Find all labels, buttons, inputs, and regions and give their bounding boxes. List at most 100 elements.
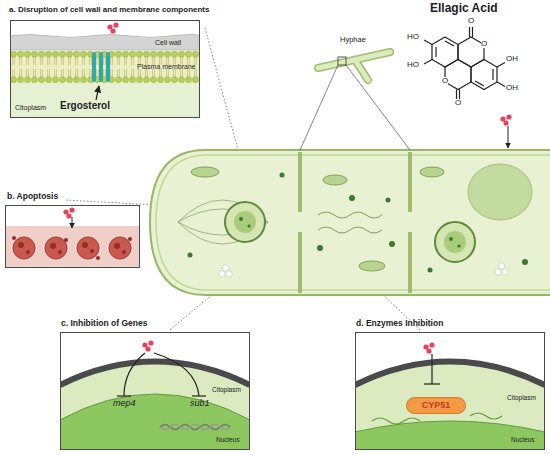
- inhibition-lines: [124, 353, 145, 396]
- panel-heading: c. Inhibition of Genes: [61, 319, 147, 328]
- membrane-illustration: [10, 20, 200, 118]
- apoptosis-illustration: [5, 205, 140, 268]
- inhibition-lines: [424, 383, 440, 384]
- atom-label: O: [455, 99, 461, 107]
- membrane-illustration: [99, 52, 103, 82]
- hypha-cell: [317, 245, 323, 251]
- hypha-cell: [191, 167, 219, 177]
- inhibition-lines: [424, 354, 440, 384]
- ellagic-acid-molecules: [107, 22, 118, 33]
- atom-label: O: [468, 17, 474, 25]
- hyphae-sketch: [355, 60, 368, 80]
- chemical-structure: [445, 60, 471, 90]
- enzyme-illustration: [355, 362, 545, 386]
- hyphae-sketch: [338, 57, 346, 65]
- inhibition-lines: [154, 353, 199, 396]
- gene-illustration: [60, 394, 250, 450]
- hypha-cell: [420, 167, 444, 177]
- leader-lines: [170, 292, 215, 330]
- apoptosis-illustration: [12, 236, 132, 260]
- hypha-cell: [359, 261, 385, 271]
- structure-label: Plasma membrane: [137, 63, 196, 70]
- hypha-cell: [428, 268, 433, 273]
- molecule-label: Ergosterol: [60, 101, 110, 111]
- hypha-cell: [386, 198, 391, 203]
- gene-illustration: [60, 362, 250, 386]
- gene-illustration: [60, 332, 250, 450]
- hypha-cell: [239, 217, 243, 221]
- hypha-cell: [226, 271, 232, 277]
- inhibition-lines: [117, 353, 206, 396]
- entry-arrow: [508, 126, 509, 148]
- enzyme-illustration: [355, 332, 545, 450]
- inhibition-lines: [431, 354, 432, 384]
- apoptosis-illustration: [77, 237, 99, 259]
- panel-heading: d. Enzymes Inhibition: [356, 319, 443, 328]
- gene-illustration: [60, 362, 250, 451]
- enzyme-illustration: [355, 421, 545, 450]
- apoptosis-illustration: [114, 243, 120, 249]
- hypha-cell: [247, 224, 250, 227]
- chemical-structure: [459, 90, 460, 100]
- hypha-cell: [323, 175, 347, 185]
- enzyme-illustration: [470, 413, 502, 419]
- panel-heading: a. Disruption of cell wall and membrane …: [9, 6, 209, 14]
- hypha-cell: [150, 150, 550, 295]
- apoptosis-illustration: [13, 237, 35, 259]
- hypha-cell: [280, 173, 285, 178]
- hypha-cell: [457, 244, 460, 247]
- hypha-cell: [318, 212, 382, 218]
- region-label: Citoplasm: [15, 104, 46, 111]
- ellagic-acid-molecules: [63, 207, 74, 218]
- hypha-cell: [219, 271, 225, 277]
- membrane-illustration: [106, 52, 110, 82]
- hyphae-sketch: [300, 52, 410, 150]
- hyphae-sketch: [346, 65, 410, 150]
- chemical-structure: [432, 37, 458, 67]
- apoptosis-illustration: [82, 242, 88, 248]
- region-label: Nucleus: [511, 437, 534, 444]
- apoptosis-illustration: [109, 237, 131, 259]
- apoptosis-illustration: [128, 237, 132, 241]
- gene-name: sub1: [190, 399, 210, 408]
- ellagic-acid-molecules: [500, 114, 511, 125]
- membrane-illustration: [92, 52, 96, 82]
- enzyme-pill: CYP51: [406, 397, 466, 414]
- hypha-cell: [298, 232, 302, 293]
- hypha-cell: [498, 263, 504, 269]
- hypha-cell: [444, 231, 466, 253]
- region-label: Nucleus: [216, 437, 239, 444]
- pointer-arrow: [96, 86, 99, 100]
- hypha-cell: [225, 202, 265, 242]
- hypha-cell: [150, 150, 550, 295]
- hypha-cell: [318, 227, 382, 233]
- hypha-cell: [234, 211, 256, 233]
- chemical-structure: [492, 69, 493, 80]
- apoptosis-illustration: [5, 226, 140, 268]
- inhibition-lines: [117, 395, 131, 396]
- chemical-structure: [424, 60, 432, 65]
- atom-label: O: [442, 77, 448, 85]
- entry-arrow: [72, 217, 73, 228]
- ellagic-acid-molecules: [423, 342, 434, 353]
- chemical-structure: [469, 27, 470, 37]
- hypha-cell: [502, 269, 508, 275]
- chemical-structure: [471, 60, 497, 90]
- hypha-cell: [156, 155, 550, 290]
- hypha-cell: [219, 263, 508, 277]
- gene-illustration: [60, 332, 250, 450]
- apoptosis-illustration: [90, 249, 94, 253]
- chemical-structure: [497, 63, 505, 68]
- apoptosis-illustration: [58, 250, 62, 254]
- chemical-structure: [424, 27, 505, 99]
- figure-title: Ellagic Acid: [430, 2, 498, 14]
- atom-label: OH: [506, 55, 518, 63]
- apoptosis-illustration: [64, 238, 68, 242]
- apoptosis-illustration: [122, 250, 126, 254]
- chemical-structure: [424, 40, 432, 45]
- hypha-cell: [449, 237, 453, 241]
- panel-box: d. Enzymes InhibitionCYP51: [355, 332, 545, 450]
- inhibition-lines: [192, 395, 206, 396]
